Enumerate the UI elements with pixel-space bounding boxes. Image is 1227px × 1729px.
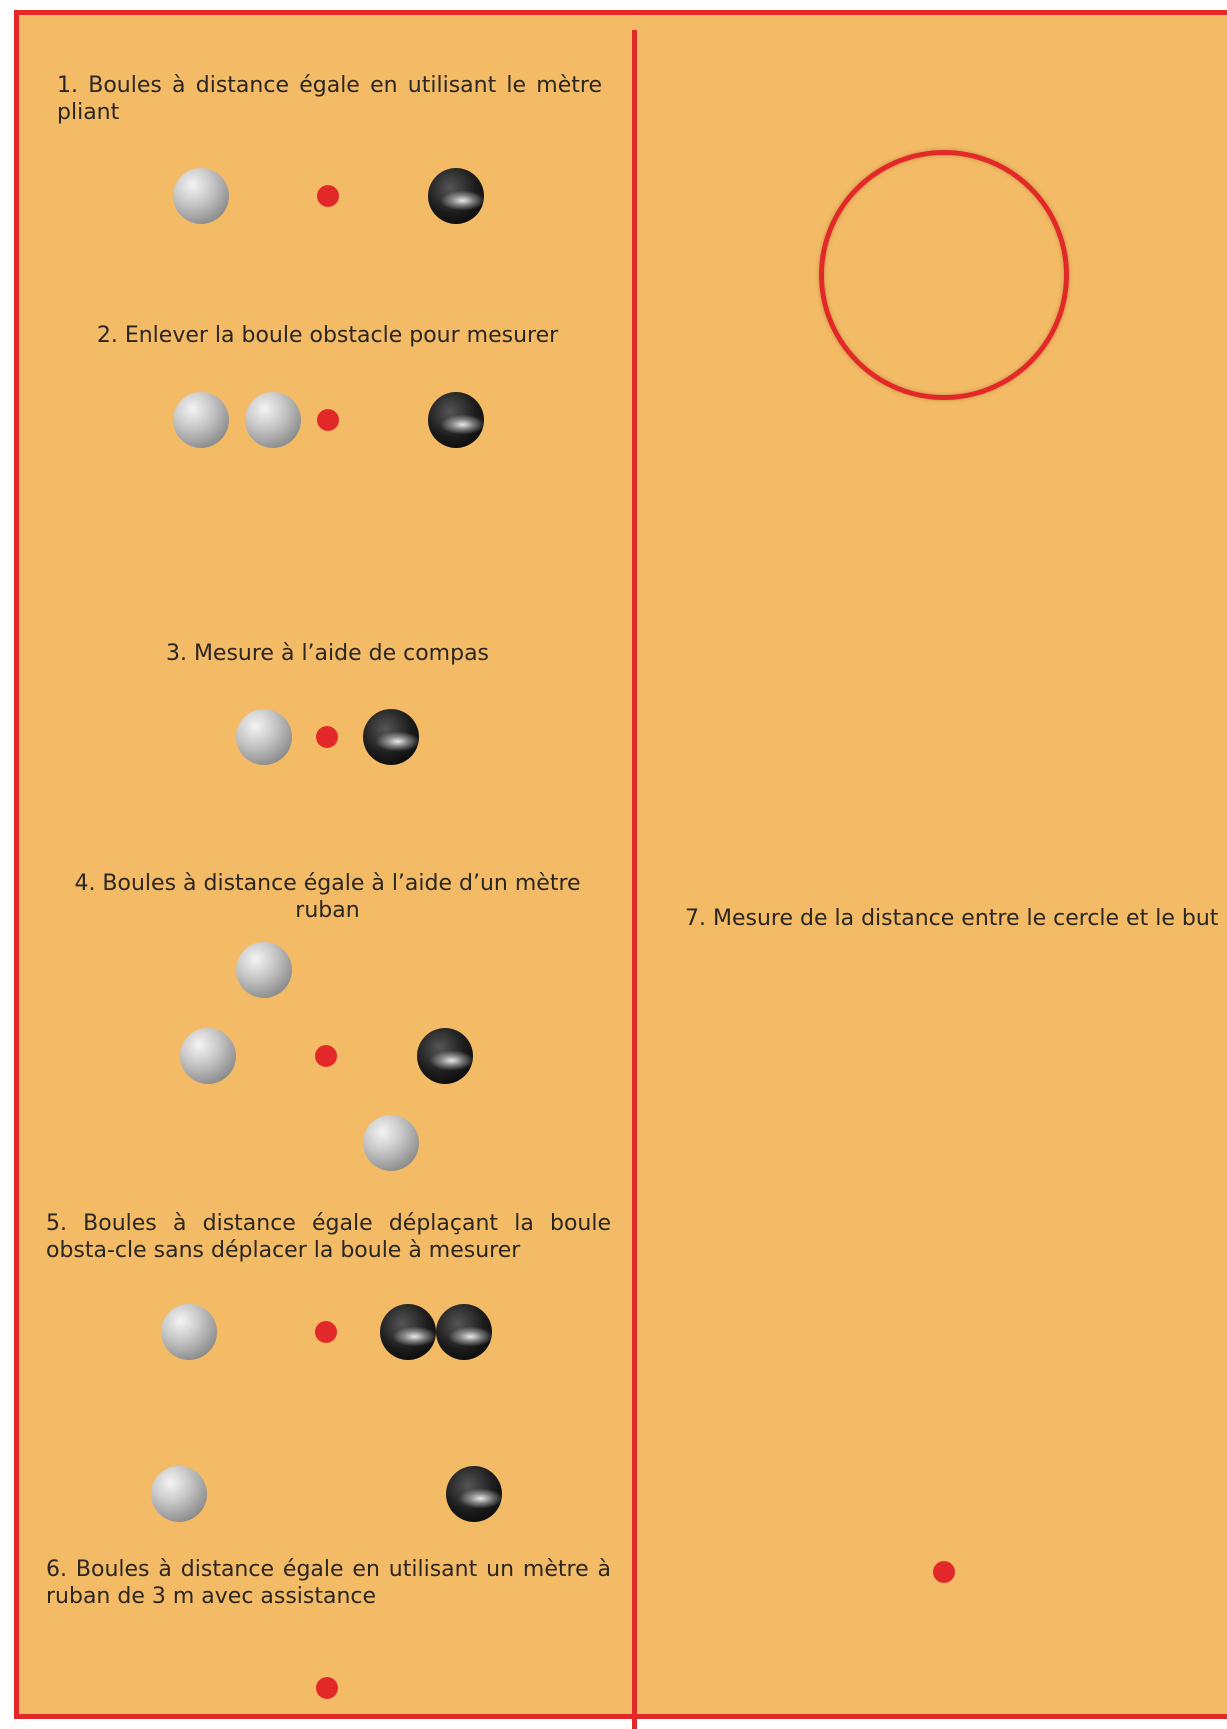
center-divider-line — [632, 30, 637, 1729]
caption-1: 1. Boules à distance égale en utilisant … — [57, 72, 602, 126]
caption-4: 4. Boules à distance égale à l’aide d’un… — [40, 870, 615, 924]
black-ball — [417, 1028, 473, 1084]
black-ball — [428, 392, 484, 448]
caption-2: 2. Enlever la boule obstacle pour mesure… — [40, 322, 615, 349]
grey-ball — [245, 392, 301, 448]
jack — [317, 409, 339, 431]
black-ball — [428, 168, 484, 224]
grey-ball — [363, 1115, 419, 1171]
jack — [315, 1045, 337, 1067]
jack — [316, 726, 338, 748]
black-ball — [446, 1466, 502, 1522]
jack — [933, 1561, 955, 1583]
grey-ball — [173, 392, 229, 448]
black-ball — [380, 1304, 436, 1360]
grey-ball — [151, 1466, 207, 1522]
grey-ball — [161, 1304, 217, 1360]
caption-3: 3. Mesure à l’aide de compas — [40, 640, 615, 667]
jack — [316, 1677, 338, 1699]
black-ball — [363, 709, 419, 765]
black-ball — [436, 1304, 492, 1360]
caption-6: 6. Boules à distance égale en utilisant … — [46, 1556, 611, 1610]
jack — [315, 1321, 337, 1343]
grey-ball — [236, 709, 292, 765]
grey-ball — [180, 1028, 236, 1084]
grey-ball — [173, 168, 229, 224]
caption-7: 7. Mesure de la distance entre le cercle… — [685, 905, 1225, 932]
caption-5: 5. Boules à distance égale déplaçant la … — [46, 1210, 611, 1264]
grey-ball — [236, 942, 292, 998]
throwing-circle — [819, 150, 1069, 400]
jack — [317, 185, 339, 207]
